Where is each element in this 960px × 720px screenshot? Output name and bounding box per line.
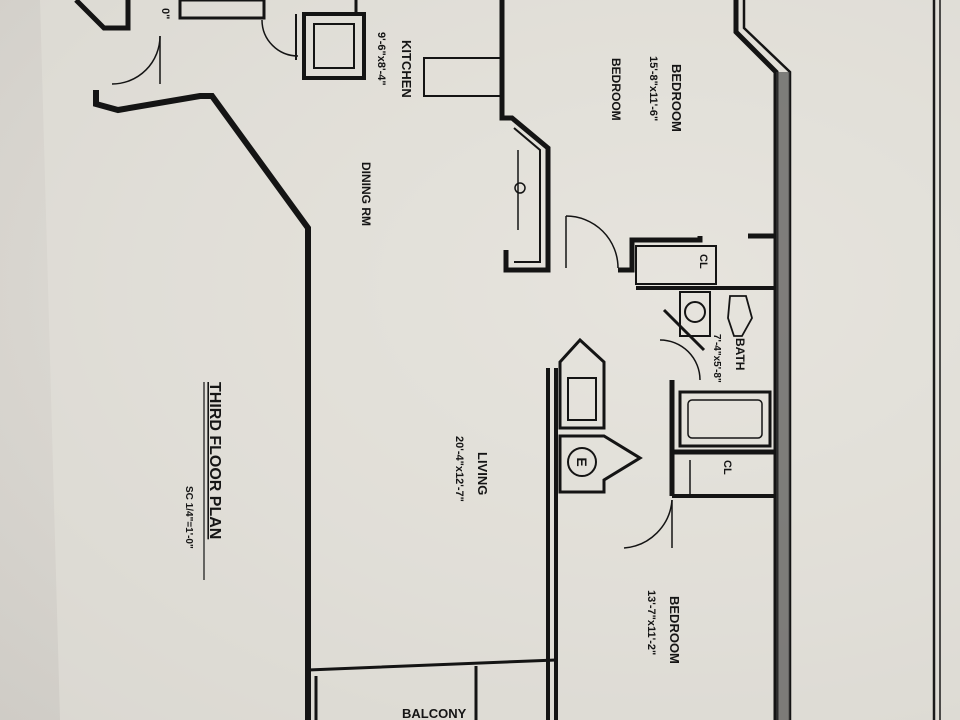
bath-sink-counter xyxy=(679,291,711,337)
bedroom2-dims: 13'-7"x11'-2" xyxy=(645,590,657,655)
closet2-label: CL xyxy=(721,460,733,475)
bedroom1-door-swing xyxy=(565,215,619,269)
kitchen-door-swing xyxy=(111,35,161,85)
balcony-railing xyxy=(307,658,557,720)
kitchen-cabinet xyxy=(178,0,266,20)
fireplace-circle xyxy=(567,447,597,477)
exterior-wall-hatch xyxy=(776,72,790,720)
bath-dims: 7'-4"x5'-8" xyxy=(711,334,722,383)
fireplace-label: E xyxy=(574,457,590,466)
balcony-label: BALCONY xyxy=(402,706,467,720)
bath-label: BATH xyxy=(733,338,747,370)
kitchen-top-wall xyxy=(74,0,131,31)
bath-tub xyxy=(678,390,772,448)
living-label: LIVING xyxy=(475,452,490,495)
living-dims: 20'-4"x12'-7" xyxy=(453,436,465,502)
fireplace xyxy=(558,434,643,494)
bath-tub-inner xyxy=(687,399,763,439)
kitchen-label: KITCHEN xyxy=(399,40,414,98)
media-unit-inner xyxy=(567,377,597,421)
bedroom1-label: BEDROOM xyxy=(669,64,684,132)
closet1-walls xyxy=(618,233,776,273)
corner-fragment-text: 0" xyxy=(159,8,171,19)
bedroom2-door-swing xyxy=(623,499,673,549)
closet1-box xyxy=(635,245,717,285)
bedroom1-wall-inner xyxy=(513,127,541,263)
bath-door-swing xyxy=(659,339,701,381)
bath-sink xyxy=(684,301,706,323)
media-unit xyxy=(558,337,606,430)
closet1-label: CL xyxy=(697,254,709,269)
bedroom1-label-secondary: BEDROOM xyxy=(609,58,623,121)
closet-rod xyxy=(514,182,526,194)
bath-wall-diagonal xyxy=(662,308,706,352)
kitchen-refrigerator xyxy=(302,12,366,80)
bath-toilet xyxy=(727,295,753,337)
plan-title: THIRD FLOOR PLAN xyxy=(206,382,223,539)
kitchen-refrigerator-inner xyxy=(313,23,355,69)
dining-label: DINING RM xyxy=(359,162,373,226)
kitchen-dims: 9'-6"x8'-4" xyxy=(375,32,387,86)
left-exterior-wall xyxy=(93,90,311,720)
bedroom1-wall xyxy=(499,0,551,273)
bedroom1-dims: 15'-8"x11'-6" xyxy=(647,56,659,121)
plan-scale: SC 1/4"=1'-0" xyxy=(183,486,194,549)
bedroom2-label: BEDROOM xyxy=(667,596,682,664)
kitchen-pantry-door xyxy=(261,19,299,57)
